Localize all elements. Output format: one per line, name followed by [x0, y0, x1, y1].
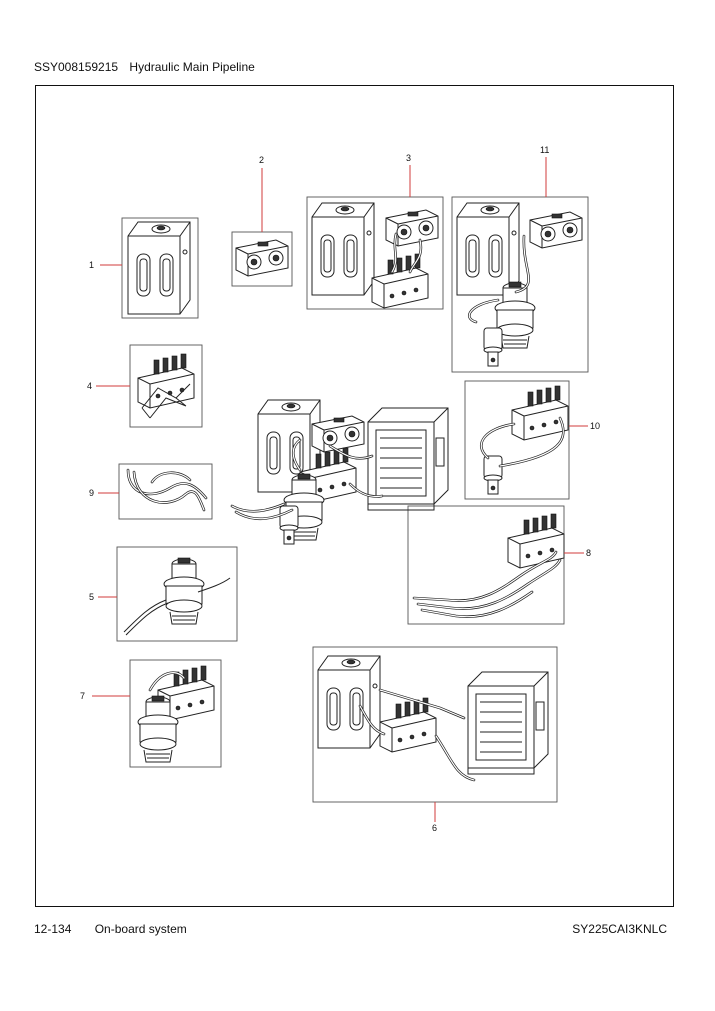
- callout-box-10: 10: [464, 380, 600, 500]
- callout-number-3: 3: [406, 153, 411, 163]
- callout-box-8: 8: [407, 505, 591, 625]
- callout-number-10: 10: [590, 421, 600, 431]
- document-title: Hydraulic Main Pipeline: [129, 60, 255, 74]
- callout-number-8: 8: [586, 548, 591, 558]
- document-code: SSY008159215: [34, 60, 119, 74]
- callout-box-5: 5: [89, 546, 238, 642]
- central-assembly: [230, 399, 449, 545]
- callout-number-6: 6: [432, 823, 437, 833]
- model-code: SY225CAI3KNLC: [572, 922, 667, 936]
- callout-box-2: 2: [231, 155, 293, 287]
- figure-frame: [35, 85, 674, 907]
- callout-box-1: 1: [89, 217, 199, 319]
- callout-box-9: 9: [89, 463, 213, 520]
- callout-box-11: 11: [451, 145, 589, 373]
- callout-number-5: 5: [89, 592, 94, 602]
- callout-box-6: 6: [312, 646, 558, 833]
- callout-box-7: 7: [80, 659, 222, 768]
- page-header: SSY008159215 Hydraulic Main Pipeline: [34, 60, 255, 74]
- callout-number-2: 2: [259, 155, 264, 165]
- callout-number-4: 4: [87, 381, 92, 391]
- callout-number-1: 1: [89, 260, 94, 270]
- callout-number-9: 9: [89, 488, 94, 498]
- page-number: 12-134: [34, 922, 72, 936]
- callout-number-7: 7: [80, 691, 85, 701]
- callout-box-4: 4: [87, 344, 203, 428]
- callout-box-3: 3: [306, 153, 444, 310]
- section-name: On-board system: [94, 922, 187, 936]
- callout-number-11: 11: [540, 145, 549, 155]
- page-footer-left: 12-134 On-board system: [34, 922, 187, 936]
